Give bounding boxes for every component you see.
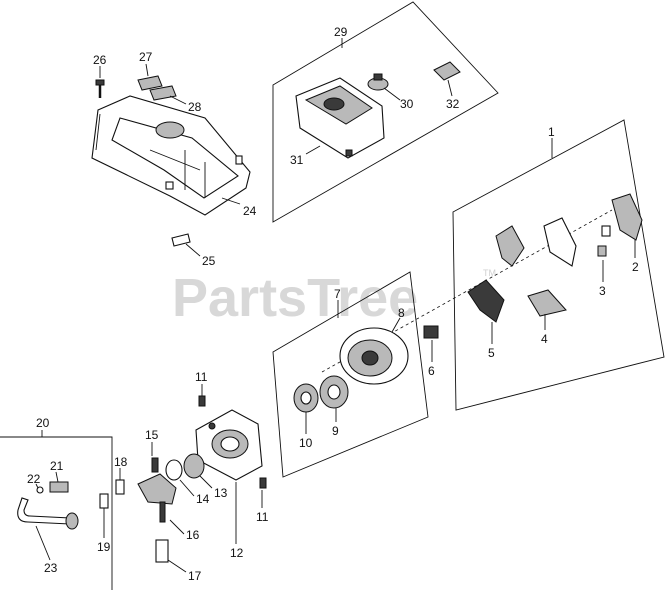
washer-part-10 [293, 383, 319, 413]
leader-lines [35, 38, 636, 573]
oil-line-part [17, 481, 79, 530]
callout-7: 7 [334, 287, 341, 301]
watermark-text: PartsTree [172, 268, 418, 328]
bearing-part-6 [423, 325, 439, 339]
callout-3: 3 [599, 284, 606, 298]
callout-32: 32 [446, 97, 460, 111]
frame-oil-pump-kit [0, 436, 113, 590]
callout-13: 13 [214, 486, 228, 500]
callout-1: 1 [548, 125, 555, 139]
gear-part-13 [183, 453, 205, 479]
clutch-shoe-part-4 [527, 289, 567, 317]
callout-28: 28 [188, 100, 202, 114]
decal-part-32 [433, 61, 461, 81]
air-filter-part-31 [295, 77, 385, 159]
decal-part-27 [137, 75, 163, 91]
clutch-drum-part-8 [339, 327, 409, 385]
callout-26: 26 [93, 53, 107, 67]
callout-12: 12 [230, 546, 244, 560]
sprocket-part-9 [319, 375, 349, 409]
callout-27: 27 [139, 50, 153, 64]
plate-part-25 [171, 233, 191, 247]
callout-5: 5 [488, 346, 495, 360]
callout-2: 2 [632, 260, 639, 274]
callout-17: 17 [188, 569, 202, 583]
callout-24: 24 [243, 204, 257, 218]
callout-21: 21 [50, 459, 64, 473]
decal-part-28 [149, 85, 177, 101]
callout-15: 15 [145, 428, 159, 442]
callout-11-upper: 11 [195, 370, 208, 384]
callout-23: 23 [44, 561, 58, 575]
housing-part-12 [195, 409, 263, 481]
callout-numbers: 1 2 3 4 5 6 7 8 9 10 11 11 12 13 14 15 1… [27, 25, 639, 583]
callout-22: 22 [27, 472, 41, 486]
callout-10: 10 [299, 436, 313, 450]
screw-part-26 [95, 79, 105, 98]
callout-30: 30 [400, 97, 414, 111]
screw-part-11-upper [198, 395, 206, 407]
clutch-hub-part-5 [467, 279, 505, 323]
callout-9: 9 [332, 424, 339, 438]
callout-19: 19 [97, 540, 111, 554]
callout-14: 14 [196, 492, 210, 506]
oil-pump-part [99, 457, 177, 563]
callout-16: 16 [186, 528, 200, 542]
callout-8: 8 [398, 306, 405, 320]
callout-20: 20 [36, 416, 50, 430]
callout-29: 29 [334, 25, 348, 39]
callout-11-lower: 11 [256, 510, 269, 524]
frame-clutch-drum [272, 271, 429, 478]
callout-4: 4 [541, 332, 548, 346]
frame-air-filter-kit [272, 1, 499, 223]
screw-part-11-lower [259, 477, 267, 489]
callout-31: 31 [290, 153, 304, 167]
clutch-shoe-part-upper [495, 193, 643, 267]
callout-18: 18 [114, 455, 128, 469]
frame-clutch-assembly [452, 119, 665, 411]
watermark-trademark: TM [483, 268, 496, 278]
callout-25: 25 [202, 254, 216, 268]
ring-part-14 [165, 459, 183, 481]
knob-part-30 [367, 73, 389, 91]
top-cover-part [91, 95, 251, 216]
callout-6: 6 [428, 364, 435, 378]
